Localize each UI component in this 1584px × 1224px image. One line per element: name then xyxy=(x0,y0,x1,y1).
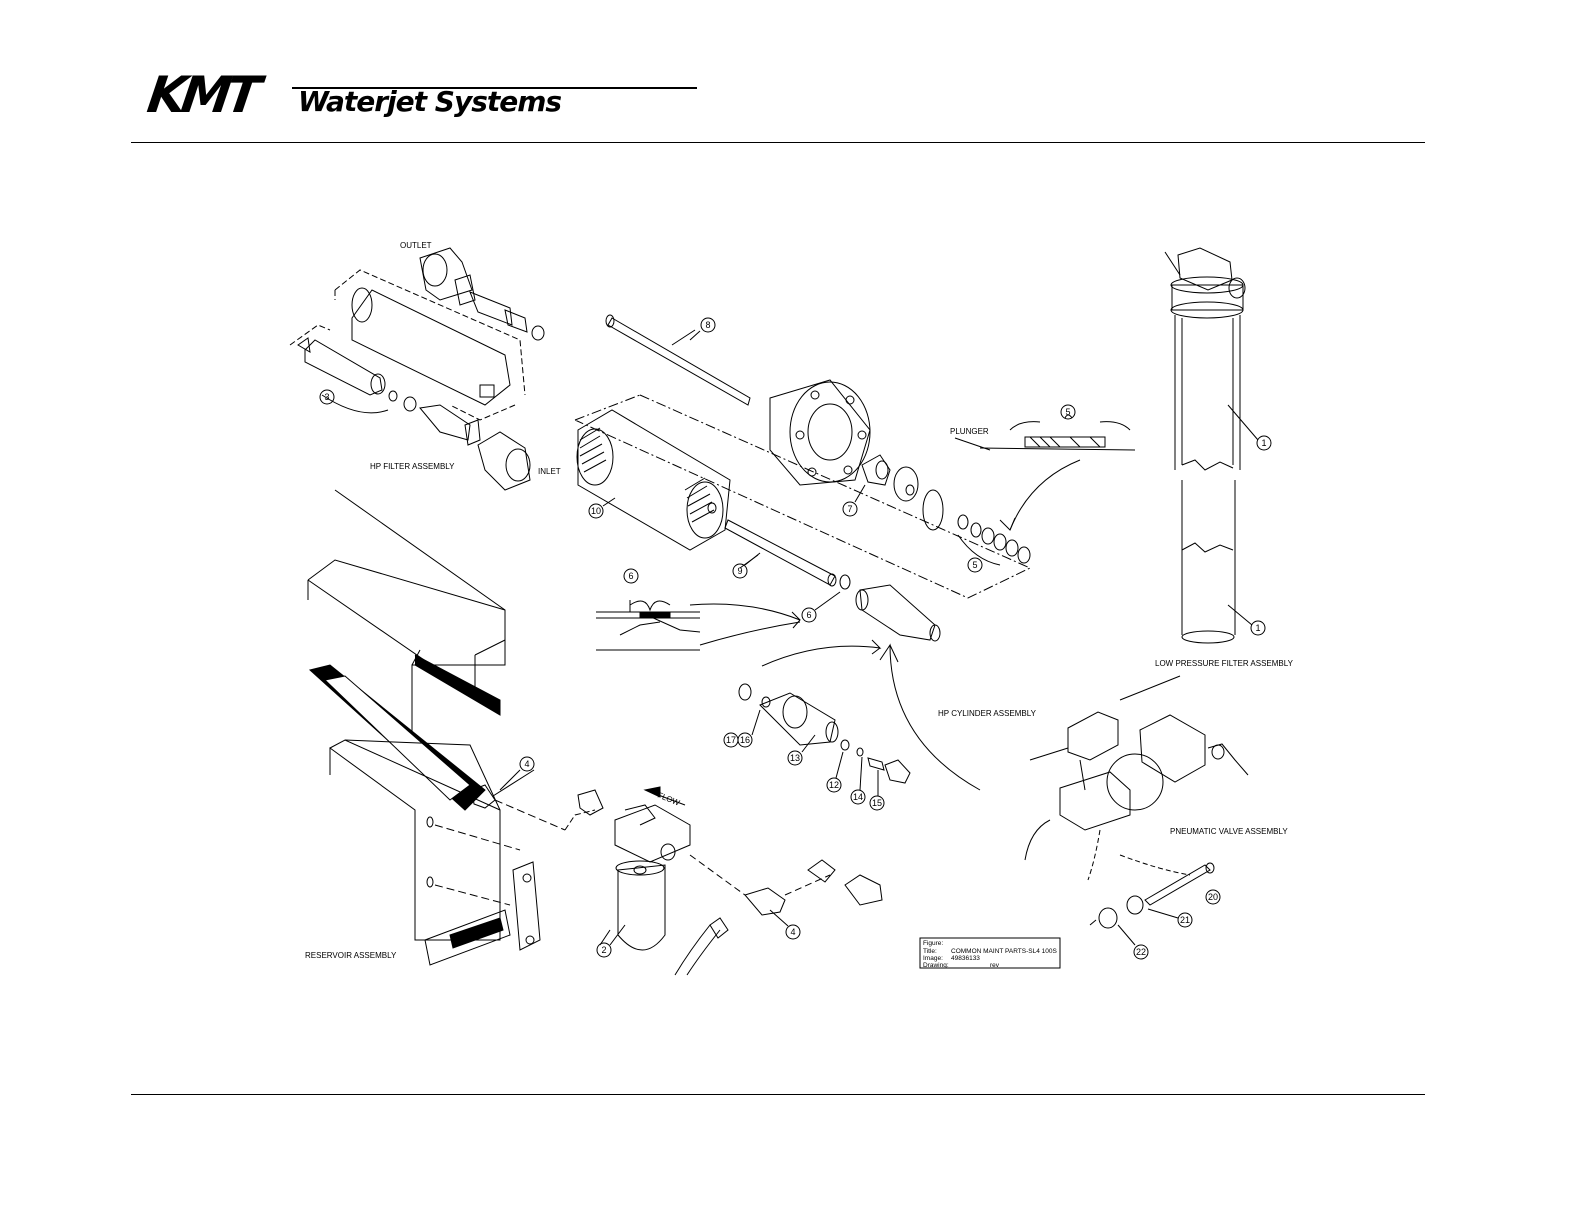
balloon-1a: 1 xyxy=(1257,436,1271,450)
balloon-1b: 1 xyxy=(1251,621,1265,635)
label-inlet: INLET xyxy=(538,467,561,476)
balloon-6b: 6 xyxy=(802,608,816,622)
svg-text:15: 15 xyxy=(872,798,882,808)
balloon-9: 9 xyxy=(733,564,747,578)
svg-text:20: 20 xyxy=(1208,892,1218,902)
tb-title-label: Title: xyxy=(923,948,937,955)
balloon-13: 13 xyxy=(788,751,802,765)
svg-text:3: 3 xyxy=(324,392,329,402)
low-pressure-filter-assembly xyxy=(1165,248,1258,643)
svg-text:13: 13 xyxy=(790,753,800,763)
balloon-6a: 6 xyxy=(624,569,638,583)
balloon-2: 2 xyxy=(597,943,611,957)
svg-text:8: 8 xyxy=(705,320,710,330)
balloon-20: 20 xyxy=(1206,890,1220,904)
svg-text:1: 1 xyxy=(1261,438,1266,448)
hp-filter-assembly xyxy=(290,248,544,490)
tb-rev-label: rev xyxy=(990,962,1000,969)
svg-text:6: 6 xyxy=(806,610,811,620)
strainer-assembly xyxy=(565,787,882,975)
balloon-17: 17 xyxy=(724,733,738,747)
label-low-pressure-filter-assembly: LOW PRESSURE FILTER ASSEMBLY xyxy=(1155,659,1294,668)
tb-title-value: COMMON MAINT PARTS-SL4 100S xyxy=(951,948,1057,955)
label-reservoir-assembly: RESERVOIR ASSEMBLY xyxy=(305,951,397,960)
svg-text:7: 7 xyxy=(847,504,852,514)
item-balloons: 1 1 2 3 4 4 5 5 6 6 7 8 9 10 12 13 14 15… xyxy=(320,318,1271,959)
balloon-10: 10 xyxy=(589,504,603,518)
svg-text:10: 10 xyxy=(591,506,601,516)
label-flow: FLOW xyxy=(656,791,681,808)
balloon-4b: 4 xyxy=(786,925,800,939)
balloon-22: 22 xyxy=(1134,945,1148,959)
tb-image-value: 49836133 xyxy=(951,955,980,962)
title-block: Figure: Title: COMMON MAINT PARTS-SL4 10… xyxy=(920,938,1060,969)
balloon-14: 14 xyxy=(851,790,865,804)
svg-text:4: 4 xyxy=(524,759,529,769)
label-outlet: OUTLET xyxy=(400,241,432,250)
svg-text:17: 17 xyxy=(726,735,736,745)
svg-text:21: 21 xyxy=(1180,915,1190,925)
svg-text:14: 14 xyxy=(853,792,863,802)
balloon-8: 8 xyxy=(701,318,715,332)
svg-text:5: 5 xyxy=(1065,407,1070,417)
svg-text:4: 4 xyxy=(790,927,795,937)
pneumatic-valve-assembly xyxy=(1025,676,1248,945)
svg-text:12: 12 xyxy=(829,780,839,790)
svg-text:16: 16 xyxy=(740,735,750,745)
balloon-5a: 5 xyxy=(1061,405,1075,419)
label-hp-cylinder-assembly: HP CYLINDER ASSEMBLY xyxy=(938,709,1037,718)
tb-image-label: Image: xyxy=(923,955,943,962)
balloon-4a: 4 xyxy=(520,757,534,771)
balloon-3: 3 xyxy=(320,390,334,404)
balloon-7: 7 xyxy=(843,502,857,516)
label-hp-filter-assembly: HP FILTER ASSEMBLY xyxy=(370,462,455,471)
tb-figure-label: Figure: xyxy=(923,940,943,947)
label-plunger: PLUNGER xyxy=(950,427,989,436)
tb-drawing-label: Drawing: xyxy=(923,962,949,969)
balloon-12: 12 xyxy=(827,778,841,792)
label-pneumatic-valve-assembly: PNEUMATIC VALVE ASSEMBLY xyxy=(1170,827,1288,836)
hp-cylinder-assembly xyxy=(575,315,1135,790)
svg-text:6: 6 xyxy=(628,571,633,581)
balloon-21: 21 xyxy=(1178,913,1192,927)
svg-text:2: 2 xyxy=(601,945,606,955)
balloon-5b: 5 xyxy=(968,558,982,572)
reservoir-assembly xyxy=(308,490,565,965)
svg-text:9: 9 xyxy=(737,566,742,576)
balloon-15: 15 xyxy=(870,796,884,810)
svg-text:22: 22 xyxy=(1136,947,1146,957)
svg-text:1: 1 xyxy=(1255,623,1260,633)
svg-text:5: 5 xyxy=(972,560,977,570)
balloon-16: 16 xyxy=(738,733,752,747)
